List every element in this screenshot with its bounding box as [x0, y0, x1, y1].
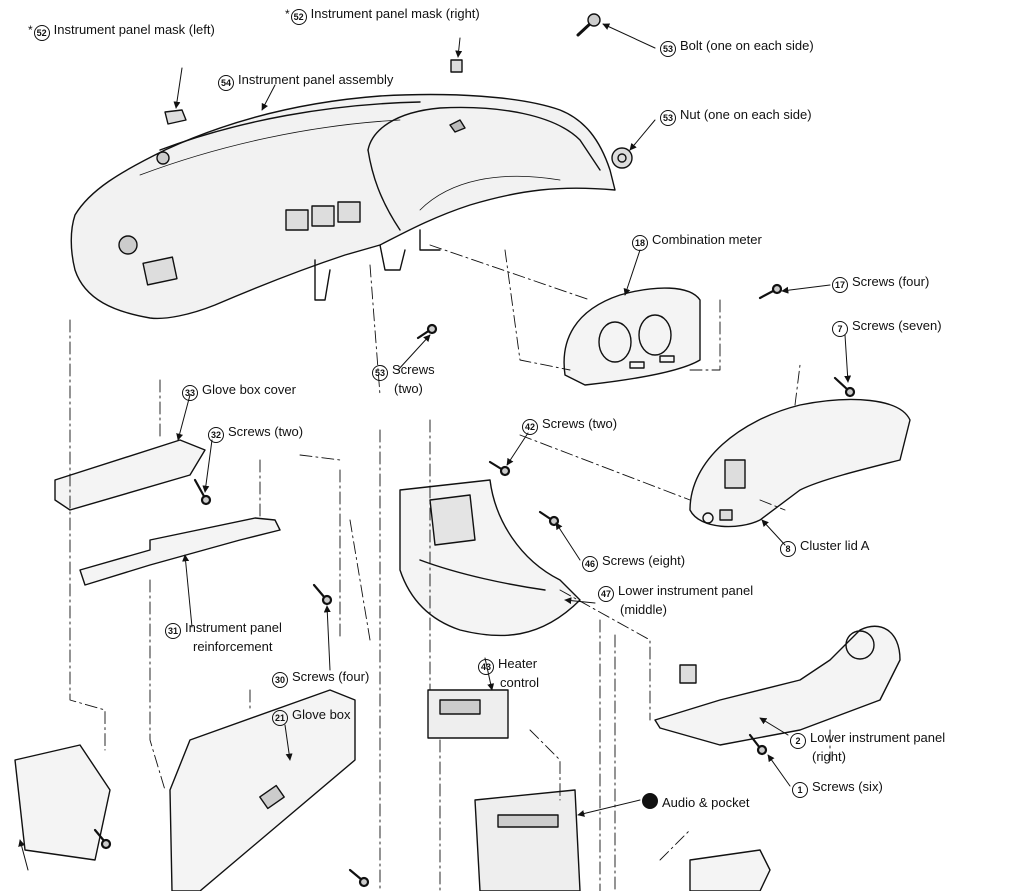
callout-33: 33 [182, 385, 198, 401]
combination-meter-drawing [563, 287, 701, 386]
callout-42: 42 [522, 419, 538, 435]
callout-53-screws: 53 [372, 365, 388, 381]
callout-21: 21 [272, 710, 288, 726]
callout-8: 8 [780, 541, 796, 557]
callout-52-right: 52 [290, 9, 307, 25]
instrument-panel-assembly-drawing [70, 93, 616, 320]
callout-1: 1 [792, 782, 808, 798]
callout-54: 54 [218, 75, 234, 91]
callout-47: 47 [598, 586, 614, 602]
callout-43: 43 [478, 659, 494, 675]
callout-7: 7 [832, 321, 848, 337]
callout-52-left: 52 [33, 25, 50, 41]
callout-32: 32 [208, 427, 224, 443]
callout-46: 46 [582, 556, 598, 572]
label-audio-pocket: Audio & pocket [642, 793, 749, 810]
callout-audio [642, 793, 658, 809]
callout-2: 2 [790, 733, 806, 749]
callout-53-bolt: 53 [660, 41, 676, 57]
callout-31: 31 [165, 623, 181, 639]
lower-instrument-panel-middle-drawing [399, 479, 581, 637]
callout-30: 30 [272, 672, 288, 688]
callout-53-nut: 53 [660, 110, 676, 126]
callout-17: 17 [832, 277, 848, 293]
lower-instrument-panel-right-drawing [654, 625, 901, 746]
cluster-lid-drawing [689, 398, 911, 528]
callout-18: 18 [632, 235, 648, 251]
glove-box-drawing [169, 689, 356, 891]
